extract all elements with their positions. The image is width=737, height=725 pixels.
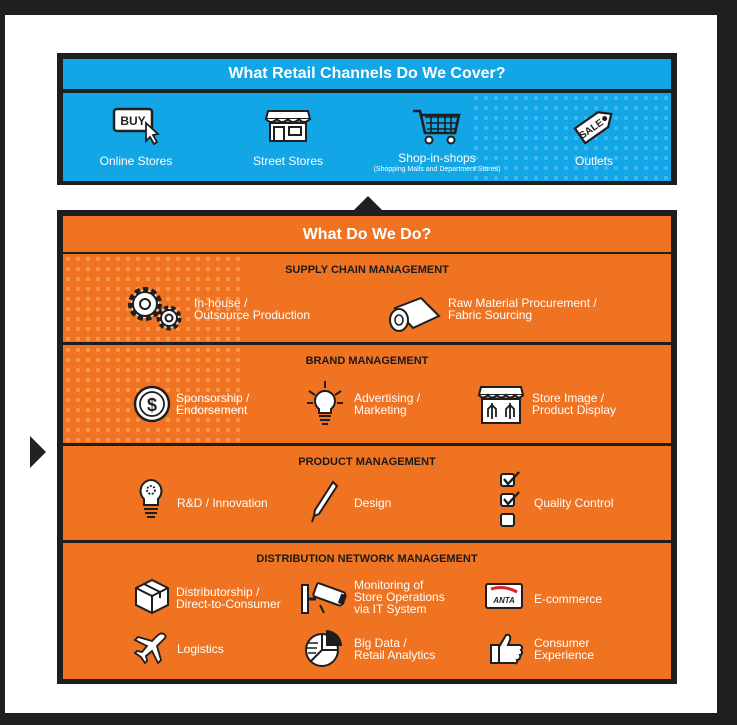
item-line: Quality Control	[534, 496, 614, 510]
distribution-item-monitoring: Monitoring of Store Operations via IT Sy…	[354, 579, 445, 615]
fabric-roll-icon	[389, 296, 441, 332]
product-management-section: PRODUCT MANAGEMENT R&D / Innovation Desi…	[63, 446, 671, 540]
supply-item-sourcing: Raw Material Procurement / Fabric Sourci…	[448, 297, 597, 321]
channel-shop-in-shops: Shop-in-shops (Shopping Malls and Depart…	[362, 93, 512, 181]
item-line: Logistics	[177, 642, 224, 656]
channel-label: Shop-in-shops	[398, 151, 476, 165]
side-arrow-marker	[30, 436, 46, 468]
item-line: Monitoring of	[354, 578, 424, 592]
halftone-dots	[471, 93, 671, 181]
item-line: Product Display	[532, 403, 617, 417]
cctv-camera-icon	[301, 582, 347, 614]
pie-chart-icon	[305, 630, 342, 667]
section-heading: BRAND MANAGEMENT	[305, 355, 429, 367]
item-line: R&D / Innovation	[177, 496, 268, 510]
channel-online-stores: BUY Online Stores	[63, 93, 211, 181]
thumbs-up-icon	[490, 633, 524, 665]
item-line: In-house /	[194, 296, 248, 310]
brand-management-section: BRAND MANAGEMENT $ Sponsorship / Endorse…	[63, 345, 671, 443]
item-line: Marketing	[354, 403, 407, 417]
item-line: Outsource Production	[194, 308, 311, 322]
retail-channels-title: What Retail Channels Do We Cover?	[63, 59, 671, 89]
product-item-qc: Quality Control	[534, 497, 613, 509]
channel-label: Street Stores	[252, 154, 324, 168]
box-icon	[135, 578, 169, 615]
brand-item-advertising: Advertising / Marketing	[354, 392, 420, 416]
item-line: Design	[354, 496, 392, 510]
sale-tag-icon: SALE	[573, 111, 613, 145]
item-line: Experience	[534, 648, 595, 662]
item-line: Raw Material Procurement /	[448, 296, 597, 310]
retail-channels-body: BUY Online Stores Street Stores	[63, 93, 671, 181]
storefront-icon	[264, 110, 312, 142]
services-title: What Do We Do?	[63, 216, 671, 252]
buy-button-icon: BUY	[112, 107, 160, 145]
pen-icon	[311, 480, 339, 523]
gears-icon	[128, 287, 182, 331]
item-line: Consumer	[534, 636, 590, 650]
lightbulb-icon	[307, 381, 343, 425]
channel-street-stores: Street Stores	[213, 93, 363, 181]
svg-text:BUY: BUY	[120, 114, 145, 128]
item-line: Distributorship /	[176, 585, 260, 599]
supply-chain-section: SUPPLY CHAIN MANAGEMENT In-house / Outso…	[63, 254, 671, 342]
svg-text:$: $	[147, 395, 157, 415]
channel-label: Outlets	[574, 154, 613, 168]
product-item-design: Design	[354, 497, 391, 509]
section-heading: SUPPLY CHAIN MANAGEMENT	[285, 264, 449, 276]
item-line: Direct-to-Consumer	[176, 597, 281, 611]
anta-logo-icon: ANTA	[485, 583, 523, 609]
channel-label: Online Stores	[99, 154, 173, 168]
item-line: Fabric Sourcing	[448, 308, 533, 322]
distribution-item-distributorship: Distributorship / Direct-to-Consumer	[176, 586, 281, 610]
dollar-coin-icon: $	[133, 385, 171, 423]
airplane-icon	[133, 632, 167, 665]
item-line: via IT System	[354, 602, 427, 616]
item-line: Endorsement	[176, 403, 248, 417]
distribution-item-consumer-experience: Consumer Experience	[534, 637, 594, 661]
section-heading: DISTRIBUTION NETWORK MANAGEMENT	[256, 553, 478, 565]
channel-sublabel: (Shopping Malls and Department Stores)	[373, 166, 501, 173]
product-item-rnd: R&D / Innovation	[177, 497, 268, 509]
store-display-icon	[477, 386, 525, 424]
services-panel: What Do We Do? SUPPLY CHAIN MANAGEMENT I…	[57, 210, 677, 684]
idea-bulb-icon	[139, 478, 163, 518]
item-line: Sponsorship /	[176, 391, 250, 405]
brand-item-sponsorship: Sponsorship / Endorsement	[176, 392, 249, 416]
item-line: Advertising /	[354, 391, 421, 405]
section-heading: PRODUCT MANAGEMENT	[298, 456, 436, 468]
connector-notch	[354, 196, 382, 210]
shopping-cart-icon	[413, 109, 461, 145]
distribution-item-logistics: Logistics	[177, 643, 224, 655]
item-line: Retail Analytics	[354, 648, 436, 662]
item-line: E-commerce	[534, 592, 603, 606]
distribution-section: DISTRIBUTION NETWORK MANAGEMENT Distribu…	[63, 543, 671, 679]
item-line: Store Image /	[532, 391, 605, 405]
item-line: Store Operations	[354, 590, 445, 604]
anta-logo-text: ANTA	[492, 596, 515, 605]
retail-channels-panel: What Retail Channels Do We Cover? BUY On…	[57, 53, 677, 185]
checklist-icon	[500, 471, 520, 527]
brand-item-store-image: Store Image / Product Display	[532, 392, 616, 416]
item-line: Big Data /	[354, 636, 407, 650]
distribution-item-ecommerce: E-commerce	[534, 593, 602, 605]
channel-outlets: SALE Outlets	[519, 93, 669, 181]
distribution-item-big-data: Big Data / Retail Analytics	[354, 637, 435, 661]
supply-item-production: In-house / Outsource Production	[194, 297, 310, 321]
